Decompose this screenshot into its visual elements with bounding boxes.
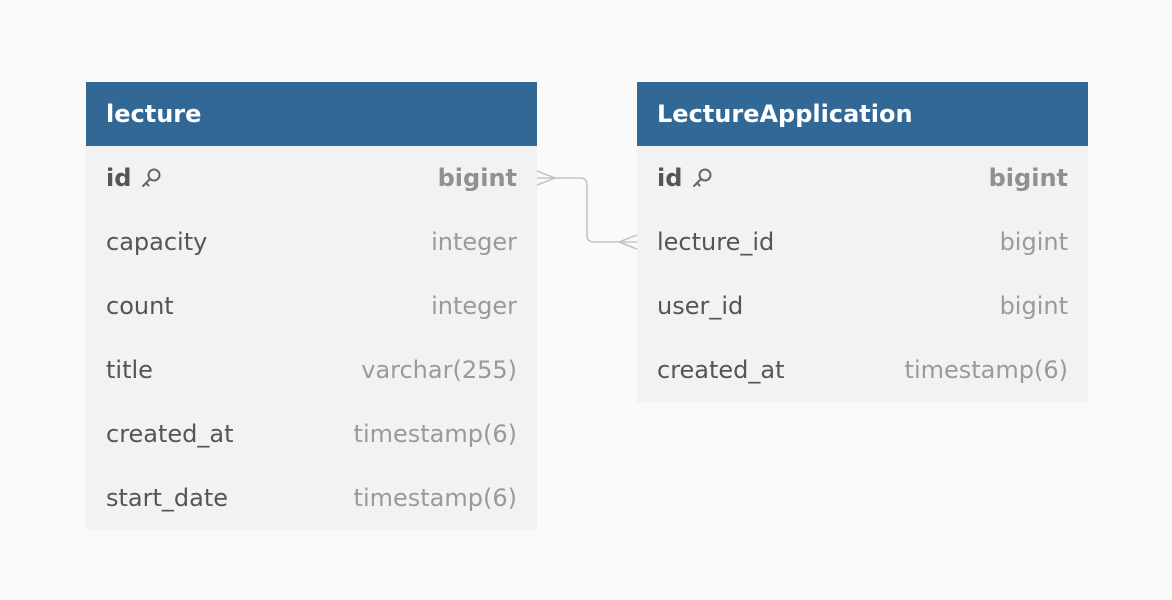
column-row-capacity[interactable]: capacity integer <box>86 210 537 274</box>
crows-foot-lecture-end <box>536 170 558 186</box>
column-row-lecture-id[interactable]: lecture_id bigint <box>637 210 1088 274</box>
table-header[interactable]: LectureApplication <box>637 82 1088 146</box>
column-row-id[interactable]: id bigint <box>86 146 537 210</box>
column-type: bigint <box>999 292 1068 320</box>
column-type: varchar(255) <box>361 356 517 384</box>
column-type: integer <box>431 228 517 256</box>
table-name: lecture <box>106 100 202 128</box>
table-header[interactable]: lecture <box>86 82 537 146</box>
column-name: id <box>106 164 132 192</box>
key-icon <box>140 167 162 189</box>
column-row-start-date[interactable]: start_date timestamp(6) <box>86 466 537 530</box>
column-row-id[interactable]: id bigint <box>637 146 1088 210</box>
column-name: created_at <box>106 420 234 448</box>
table-lecture[interactable]: lecture id bigint capacity integer count… <box>86 82 537 530</box>
column-name: title <box>106 356 153 384</box>
column-type: integer <box>431 292 517 320</box>
column-name: start_date <box>106 484 229 512</box>
column-name: created_at <box>657 356 785 384</box>
column-type: timestamp(6) <box>904 356 1068 384</box>
key-icon <box>691 167 713 189</box>
column-type: bigint <box>999 228 1068 256</box>
column-row-created-at[interactable]: created_at timestamp(6) <box>86 402 537 466</box>
column-type: bigint <box>437 164 517 192</box>
column-row-created-at[interactable]: created_at timestamp(6) <box>637 338 1088 402</box>
column-name: lecture_id <box>657 228 775 256</box>
column-type: bigint <box>988 164 1068 192</box>
column-row-user-id[interactable]: user_id bigint <box>637 274 1088 338</box>
column-row-count[interactable]: count integer <box>86 274 537 338</box>
column-name: id <box>657 164 683 192</box>
column-type: timestamp(6) <box>353 484 517 512</box>
column-name: user_id <box>657 292 744 320</box>
relationship-line[interactable] <box>537 177 637 243</box>
crows-foot-lecture-application-end <box>616 234 638 250</box>
table-name: LectureApplication <box>657 100 913 128</box>
column-type: timestamp(6) <box>353 420 517 448</box>
column-row-title[interactable]: title varchar(255) <box>86 338 537 402</box>
column-name: capacity <box>106 228 208 256</box>
table-lecture-application[interactable]: LectureApplication id bigint lecture_id … <box>637 82 1088 402</box>
column-name: count <box>106 292 174 320</box>
